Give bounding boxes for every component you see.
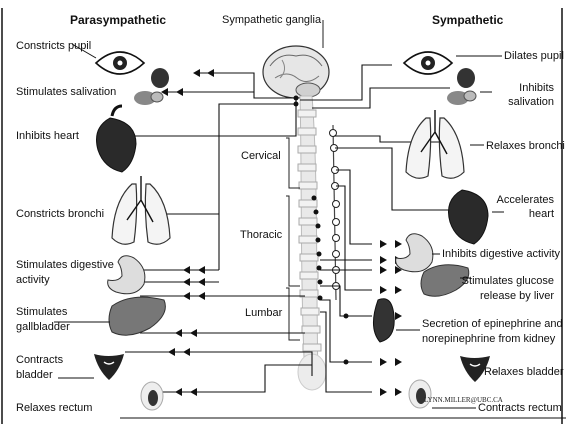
label-contracts-bladder-line2: bladder [16, 369, 53, 382]
eye-icon-right [404, 52, 452, 74]
label-epinephrine-secretion-line2: norepinephrine from kidney [422, 333, 555, 346]
salivary-glands-icon-right [447, 68, 476, 105]
lungs-icon-right [406, 110, 464, 178]
sympathetic-header: Sympathetic [432, 14, 503, 27]
heart-icon-left [97, 106, 137, 172]
region-cervical: Cervical [241, 150, 281, 163]
label-stimulates-digestive-line2: activity [16, 274, 50, 287]
parasympathetic-header: Parasympathetic [70, 14, 166, 27]
liver-icon-left [109, 297, 165, 335]
label-relaxes-bronchi: Relaxes bronchi [486, 140, 565, 153]
brain-icon [263, 46, 329, 98]
label-inhibits-heart: Inhibits heart [16, 130, 79, 143]
eye-icon-left [96, 52, 144, 74]
salivary-glands-icon-left [134, 68, 169, 105]
rectum-icon-left [141, 382, 163, 410]
region-lumbar: Lumbar [245, 307, 282, 320]
label-stimulates-glucose: Stimulates glucose [462, 275, 554, 288]
label-inhibits-salivation: Inhibits [519, 82, 554, 95]
label-inhibits-salivation-line2: salivation [508, 96, 554, 109]
lungs-icon-left [112, 176, 170, 244]
label-stimulates-gallbladder: Stimulates [16, 306, 67, 319]
label-stimulates-salivation: Stimulates salivation [16, 86, 116, 99]
label-epinephrine-secretion: Secretion of epinephrine and [422, 318, 563, 331]
heart-icon-right [449, 190, 489, 244]
author-credit: LYNN.MILLER@UBC.CA [424, 394, 503, 407]
label-contracts-bladder: Contracts [16, 354, 63, 367]
kidney-icon-right [373, 299, 394, 342]
label-inhibits-digestive: Inhibits digestive activity [442, 248, 560, 261]
label-stimulates-digestive: Stimulates digestive [16, 259, 114, 272]
sympathetic-ganglia-header: Sympathetic ganglia [222, 14, 321, 27]
label-stimulates-glucose-line2: release by liver [480, 290, 554, 303]
label-constricts-bronchi: Constricts bronchi [16, 208, 104, 221]
label-accelerates-heart-line2: heart [529, 208, 554, 221]
label-relaxes-rectum: Relaxes rectum [16, 402, 92, 415]
stomach-icon-right [396, 234, 433, 272]
label-accelerates-heart: Accelerates [497, 194, 554, 207]
label-constricts-pupil: Constricts pupil [16, 40, 91, 53]
label-relaxes-bladder: Relaxes bladder [484, 366, 564, 379]
label-stimulates-gallbladder-line2: gallbladder [16, 321, 70, 334]
region-thoracic: Thoracic [240, 229, 282, 242]
label-dilates-pupil: Dilates pupil [504, 50, 564, 63]
bladder-icon-left [94, 354, 124, 380]
